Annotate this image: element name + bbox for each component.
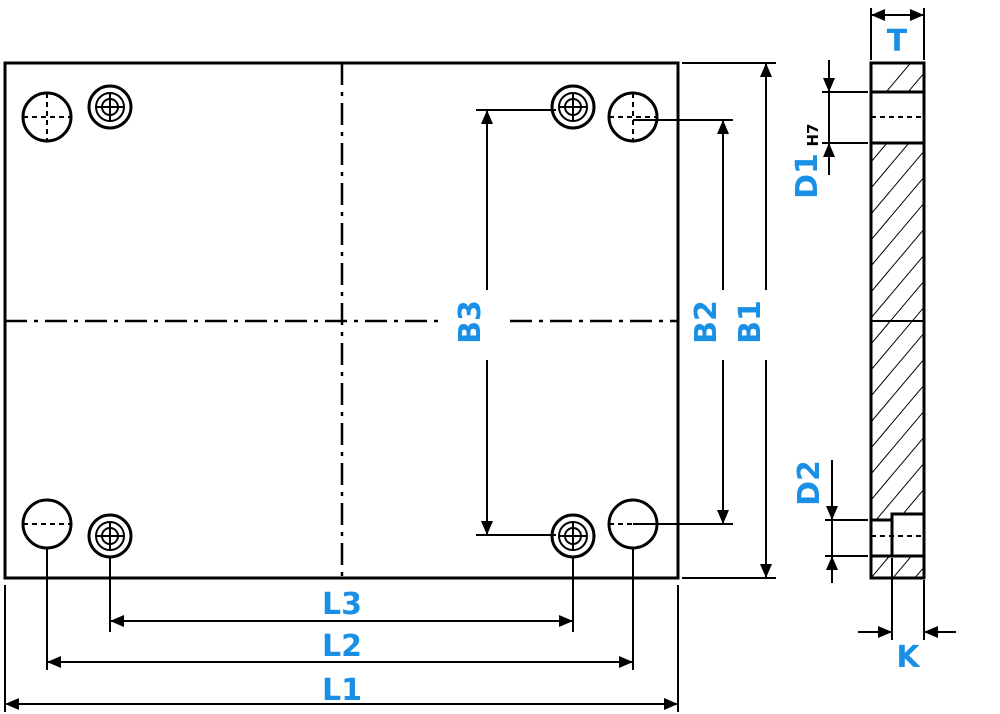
hatch-line xyxy=(871,332,924,397)
label-T: T xyxy=(887,24,908,59)
side-dowel-bore xyxy=(872,92,923,143)
hatch-line xyxy=(871,384,924,449)
hatch-line xyxy=(871,202,924,267)
dimension-D1 xyxy=(822,60,868,175)
hatch-line xyxy=(914,566,924,578)
hatch-line xyxy=(871,410,924,475)
vertical-dimensions xyxy=(476,62,776,579)
hatch-line xyxy=(871,228,924,293)
hatch-line xyxy=(871,150,924,215)
dowel-hole-bottom-right xyxy=(550,513,596,559)
label-B2: B2 xyxy=(689,300,724,344)
hatch-line xyxy=(871,436,924,501)
dimension-L1 xyxy=(5,698,678,710)
dowel-hole-top-left xyxy=(87,84,133,130)
label-L3: L3 xyxy=(322,587,362,622)
label-K: K xyxy=(896,640,921,675)
label-L2: L2 xyxy=(322,629,362,664)
hatch-line xyxy=(871,358,924,423)
dimension-B2 xyxy=(633,119,733,525)
dimension-K xyxy=(858,558,956,640)
hatch-line xyxy=(871,254,924,319)
hatch-line xyxy=(871,462,924,527)
label-D1: D1 xyxy=(790,153,825,199)
side-through-bore xyxy=(872,520,892,556)
hatch-line xyxy=(871,280,924,345)
hatch-line xyxy=(871,176,924,241)
through-hole-top-left xyxy=(21,91,73,143)
label-B1: B1 xyxy=(733,300,768,344)
dimension-D2 xyxy=(825,460,868,583)
dimension-T xyxy=(870,8,925,60)
label-D2: D2 xyxy=(792,460,827,506)
horizontal-dimensions xyxy=(4,548,679,712)
dowel-hole-top-right xyxy=(550,84,596,130)
label-B3: B3 xyxy=(453,300,488,344)
through-hole-top-right xyxy=(607,91,659,143)
dimension-L2 xyxy=(47,656,633,668)
label-L1: L1 xyxy=(322,673,362,708)
through-hole-bottom-left xyxy=(21,498,73,550)
label-D1-tolerance: H7 xyxy=(804,124,822,147)
hatch-line xyxy=(871,306,924,371)
dimension-B1 xyxy=(682,62,776,579)
dimension-L3 xyxy=(110,615,573,627)
plate-front-view xyxy=(3,61,680,580)
plate-side-view xyxy=(869,61,926,580)
dowel-hole-bottom-left xyxy=(87,513,133,559)
dimension-B3 xyxy=(476,109,556,536)
